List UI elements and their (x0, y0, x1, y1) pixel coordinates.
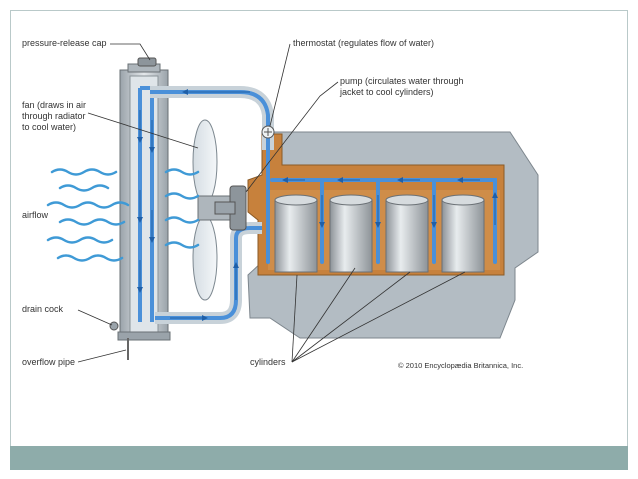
label-airflow: airflow (22, 210, 49, 220)
leader-lines (77, 43, 466, 363)
copyright-credit: © 2010 Encyclopædia Britannica, Inc. (398, 361, 523, 370)
label-pump-line-1: pump (circulates water through (340, 76, 464, 86)
label-drain-cock: drain cock (22, 304, 64, 314)
cylinder-icon (385, 194, 429, 273)
fan-icon (192, 119, 247, 301)
label-fan-line-2: through radiator (22, 111, 86, 121)
airflow-streams (46, 168, 200, 262)
label-fan-line-1: fan (draws in air (22, 100, 86, 110)
jacket-flow-arrows (282, 177, 498, 228)
cylinders-group (274, 194, 485, 273)
cylinder-icon (441, 194, 485, 273)
cylinder-icon (329, 194, 373, 273)
label-thermostat: thermostat (regulates flow of water) (293, 38, 434, 48)
thermostat-icon (261, 125, 275, 139)
label-pump-line-2: jacket to cool cylinders) (339, 87, 434, 97)
footer-bar (10, 446, 628, 470)
radiator-flow-arrows (137, 110, 155, 293)
label-fan-line-3: to cool water) (22, 122, 76, 132)
label-cylinders: cylinders (250, 357, 286, 367)
cylinder-icon (274, 194, 318, 273)
label-pressure-release-cap: pressure-release cap (22, 38, 107, 48)
label-overflow-pipe: overflow pipe (22, 357, 75, 367)
radiator (109, 57, 171, 360)
